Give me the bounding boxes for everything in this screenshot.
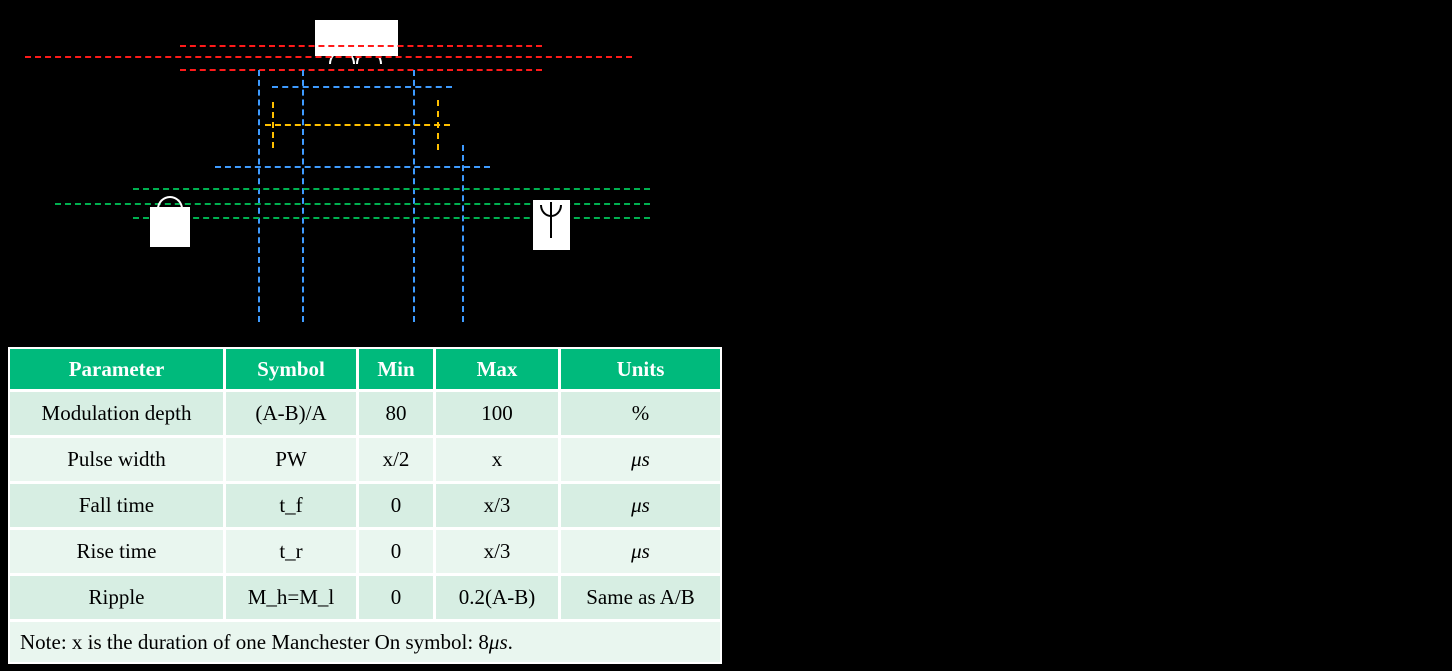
cell-parameter: Pulse width bbox=[10, 438, 223, 481]
pulse-shape-diagram bbox=[0, 0, 720, 345]
col-header-symbol: Symbol bbox=[226, 349, 356, 389]
col-header-units: Units bbox=[561, 349, 720, 389]
cell-min: 0 bbox=[359, 576, 433, 619]
cell-units: % bbox=[561, 392, 720, 435]
cell-symbol: PW bbox=[226, 438, 356, 481]
a-upper-bound-line bbox=[180, 45, 542, 47]
timing-marker-3 bbox=[413, 70, 415, 322]
cell-parameter: Ripple bbox=[10, 576, 223, 619]
table-row-pulse-width: Pulse width PW x/2 x μs bbox=[10, 438, 720, 481]
b-lower-bound-line bbox=[133, 217, 650, 219]
timing-marker-1 bbox=[258, 70, 260, 322]
note-unit: μs bbox=[488, 629, 508, 654]
table-row-fall-time: Fall time t_f 0 x/3 μs bbox=[10, 484, 720, 527]
timing-marker-4 bbox=[462, 145, 464, 322]
cell-max: 100 bbox=[436, 392, 558, 435]
cell-max: x/3 bbox=[436, 484, 558, 527]
b-level-line bbox=[55, 203, 650, 205]
threshold-level-line bbox=[265, 124, 450, 126]
col-header-parameter: Parameter bbox=[10, 349, 223, 389]
table-row-modulation-depth: Modulation depth (A-B)/A 80 100 % bbox=[10, 392, 720, 435]
cell-units: μs bbox=[561, 530, 720, 573]
cell-parameter: Rise time bbox=[10, 530, 223, 573]
col-header-max: Max bbox=[436, 349, 558, 389]
cell-symbol: (A-B)/A bbox=[226, 392, 356, 435]
cell-symbol: t_f bbox=[226, 484, 356, 527]
cell-symbol: t_r bbox=[226, 530, 356, 573]
cell-min: 0 bbox=[359, 530, 433, 573]
note-period: . bbox=[507, 629, 513, 654]
cell-max: x/3 bbox=[436, 530, 558, 573]
ripple-marker-line bbox=[550, 202, 552, 238]
cell-max: x bbox=[436, 438, 558, 481]
label-box-bottom-left bbox=[150, 207, 190, 247]
cell-min: 80 bbox=[359, 392, 433, 435]
table-row-rise-time: Rise time t_r 0 x/3 μs bbox=[10, 530, 720, 573]
cell-parameter: Fall time bbox=[10, 484, 223, 527]
table-note: Note: x is the duration of one Mancheste… bbox=[10, 622, 720, 662]
cell-min: 0 bbox=[359, 484, 433, 527]
cell-parameter: Modulation depth bbox=[10, 392, 223, 435]
timing-marker-2 bbox=[302, 70, 304, 322]
cell-units: μs bbox=[561, 484, 720, 527]
cell-units: μs bbox=[561, 438, 720, 481]
note-text: Note: x is the duration of one Mancheste… bbox=[20, 629, 489, 654]
timing-span-upper bbox=[272, 86, 452, 88]
b-upper-bound-line bbox=[133, 188, 650, 190]
a-level-line bbox=[25, 56, 632, 58]
table-row-ripple: Ripple M_h=M_l 0 0.2(A-B) Same as A/B bbox=[10, 576, 720, 619]
table-header-row: Parameter Symbol Min Max Units bbox=[10, 349, 720, 389]
cell-min: x/2 bbox=[359, 438, 433, 481]
label-box-top bbox=[315, 20, 398, 56]
parameter-table: Parameter Symbol Min Max Units Modulatio… bbox=[8, 347, 722, 664]
cell-units: Same as A/B bbox=[561, 576, 720, 619]
a-lower-bound-line bbox=[180, 69, 542, 71]
cell-max: 0.2(A-B) bbox=[436, 576, 558, 619]
col-header-min: Min bbox=[359, 349, 433, 389]
cell-symbol: M_h=M_l bbox=[226, 576, 356, 619]
timing-span-lower bbox=[215, 166, 490, 168]
